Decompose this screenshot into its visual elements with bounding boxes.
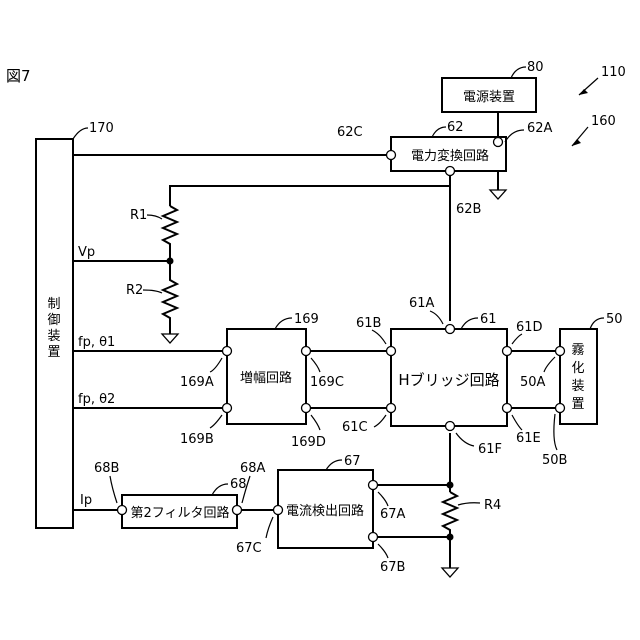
amplifier-label: 増幅回路 bbox=[240, 370, 292, 386]
signal-fp-theta1: fp, θ1 bbox=[78, 335, 115, 350]
control-device-label-3: 装 bbox=[47, 329, 60, 344]
power-converter-label: 電力変換回路 bbox=[411, 148, 489, 164]
terminal-62a bbox=[494, 138, 503, 147]
ref-67: 67 bbox=[344, 454, 361, 469]
ref-169c: 169C bbox=[310, 375, 344, 390]
terminal-169c bbox=[302, 347, 311, 356]
system-ref-160: 160 bbox=[572, 114, 616, 146]
terminal-50a bbox=[556, 347, 565, 356]
ref-61e: 61E bbox=[516, 431, 541, 446]
ref-61f: 61F bbox=[478, 442, 502, 457]
ref-169b: 169B bbox=[180, 432, 214, 447]
terminal-61e bbox=[503, 404, 512, 413]
terminal-67c bbox=[274, 506, 283, 515]
ref-r2: R2 bbox=[126, 283, 143, 298]
ref-80: 80 bbox=[527, 60, 544, 75]
terminal-61d bbox=[503, 347, 512, 356]
ref-50b: 50B bbox=[542, 453, 567, 468]
ref-62a: 62A bbox=[527, 121, 553, 136]
terminal-169d bbox=[302, 404, 311, 413]
ref-110: 110 bbox=[601, 65, 626, 80]
control-device-label-4: 置 bbox=[47, 345, 60, 360]
terminal-62c bbox=[387, 151, 396, 160]
ref-169d: 169D bbox=[291, 435, 326, 450]
terminal-61c bbox=[387, 404, 396, 413]
figure-label: 図7 bbox=[6, 67, 31, 85]
terminal-67a bbox=[369, 481, 378, 490]
signal-ip: Ip bbox=[80, 493, 92, 508]
ref-61: 61 bbox=[480, 312, 497, 327]
atomizer-label-1: 霧 bbox=[571, 343, 584, 358]
terminal-61a bbox=[446, 325, 455, 334]
ref-169: 169 bbox=[294, 312, 319, 327]
power-converter: 電力変換回路 62 62C 62A 62B bbox=[337, 120, 553, 217]
signal-fp-theta2: fp, θ2 bbox=[78, 392, 115, 407]
ref-169a: 169A bbox=[180, 375, 214, 390]
h-bridge: Hブリッジ回路 61 61A 61B 61C 61D 61E 61F bbox=[342, 296, 543, 457]
terminal-68b bbox=[118, 506, 127, 515]
terminal-61f bbox=[446, 422, 455, 431]
ground-icon bbox=[490, 190, 506, 199]
terminal-50b bbox=[556, 404, 565, 413]
ground-icon-r2 bbox=[162, 334, 178, 343]
system-ref-110: 110 bbox=[579, 65, 626, 95]
terminal-67b bbox=[369, 533, 378, 542]
terminal-61b bbox=[387, 347, 396, 356]
ref-62b: 62B bbox=[456, 202, 481, 217]
h-bridge-label: Hブリッジ回路 bbox=[398, 371, 499, 389]
atomizer-label-2: 化 bbox=[571, 361, 584, 376]
ref-r4: R4 bbox=[484, 498, 501, 513]
terminal-68a bbox=[233, 506, 242, 515]
terminal-169b bbox=[223, 404, 232, 413]
power-supply: 電源装置 80 bbox=[442, 60, 544, 112]
ref-62: 62 bbox=[447, 120, 464, 135]
second-filter-label: 第2フィルタ回路 bbox=[130, 505, 229, 521]
ref-68b: 68B bbox=[94, 461, 119, 476]
signal-vp: Vp bbox=[78, 245, 95, 260]
wire-62b-to-divider bbox=[170, 186, 450, 206]
ref-61a: 61A bbox=[409, 296, 435, 311]
terminal-169a bbox=[223, 347, 232, 356]
ref-67c: 67C bbox=[236, 541, 262, 556]
ref-61b: 61B bbox=[356, 316, 381, 331]
resistor-r2: R2 bbox=[126, 261, 177, 334]
ref-50: 50 bbox=[606, 312, 623, 327]
ref-67b: 67B bbox=[380, 560, 405, 575]
second-filter: 第2フィルタ回路 68 68A 68B bbox=[94, 461, 266, 528]
current-detector-label: 電流検出回路 bbox=[286, 503, 364, 519]
ground-icon-r4 bbox=[442, 568, 458, 577]
ref-62c: 62C bbox=[337, 125, 363, 140]
atomizer-label-4: 置 bbox=[571, 397, 584, 412]
resistor-r1: R1 bbox=[130, 206, 177, 261]
ref-r1: R1 bbox=[130, 208, 147, 223]
control-device-label-2: 御 bbox=[47, 313, 60, 328]
control-device-label-1: 制 bbox=[47, 297, 60, 312]
ref-61c: 61C bbox=[342, 420, 368, 435]
terminal-62b bbox=[446, 167, 455, 176]
resistor-r4: R4 bbox=[443, 492, 501, 537]
ref-67a: 67A bbox=[380, 507, 406, 522]
ref-170: 170 bbox=[89, 121, 114, 136]
ref-160: 160 bbox=[591, 114, 616, 129]
power-supply-label: 電源装置 bbox=[463, 90, 515, 105]
ref-68: 68 bbox=[230, 477, 247, 492]
ref-68a: 68A bbox=[240, 461, 266, 476]
ref-50a: 50A bbox=[520, 375, 546, 390]
ref-61d: 61D bbox=[516, 320, 543, 335]
atomizer-label-3: 装 bbox=[571, 379, 584, 394]
